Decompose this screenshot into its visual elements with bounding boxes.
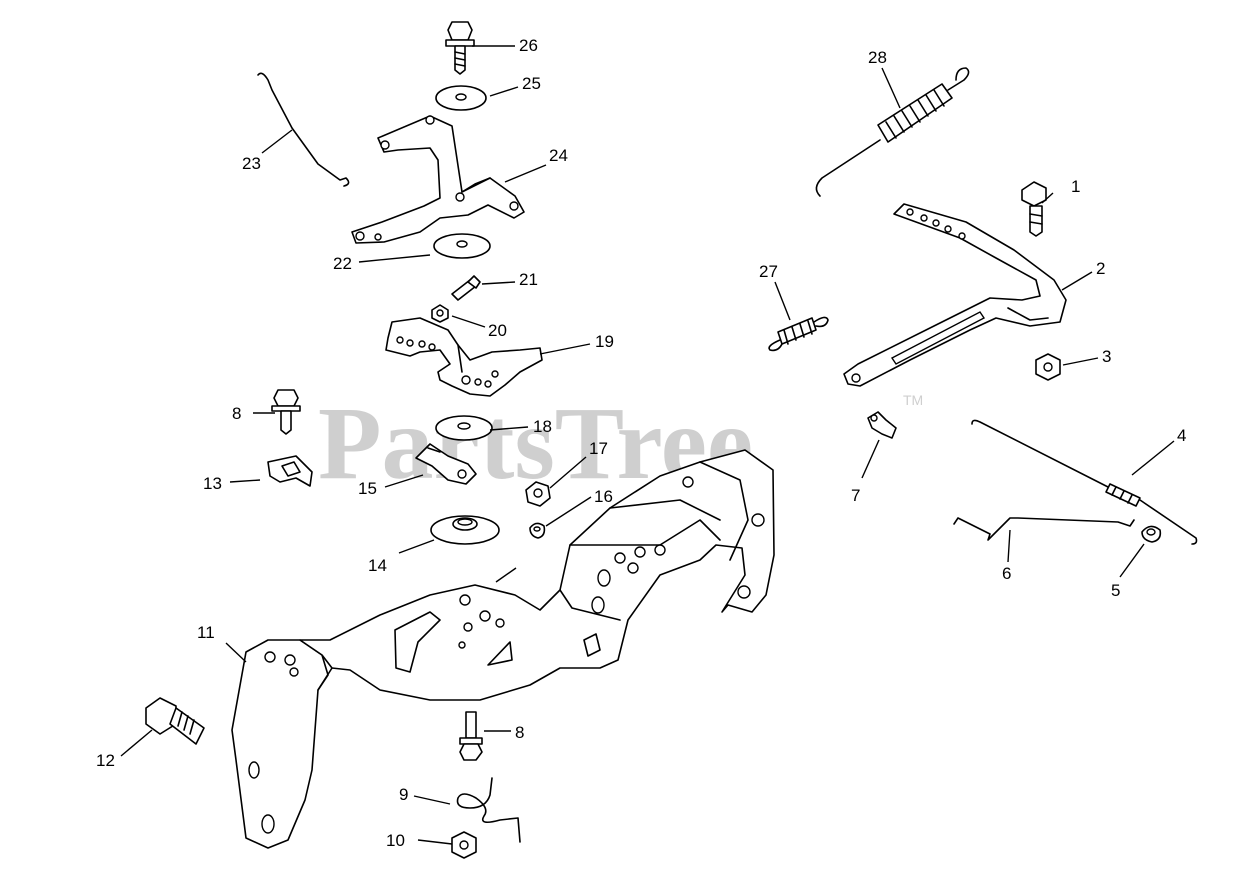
part-24-bracket	[351, 115, 525, 244]
callout-20: 20	[488, 321, 507, 340]
callout-27: 27	[759, 262, 778, 281]
part-15-clip	[415, 443, 477, 485]
callout-28: 28	[868, 48, 887, 67]
part-6-rod	[953, 517, 1135, 541]
part-11-main-bracket	[231, 449, 775, 849]
part-21-screw	[451, 275, 481, 301]
callout-23: 23	[242, 154, 261, 173]
callout-11: 11	[197, 623, 215, 642]
callout-17: 17	[589, 439, 608, 458]
part-3-nut	[1035, 353, 1061, 381]
part-7-clip	[867, 411, 897, 439]
watermark: PartsTree TM	[318, 386, 923, 501]
callout-15: 15	[358, 479, 377, 498]
part-13-clip	[267, 455, 313, 487]
callout-5: 5	[1111, 581, 1120, 600]
callout-19: 19	[595, 332, 614, 351]
callout-8-left: 8	[232, 404, 241, 423]
part-27-spring	[768, 316, 829, 352]
part-8-bolt-left	[271, 389, 301, 435]
part-28-spring	[815, 67, 970, 197]
callout-14: 14	[368, 556, 387, 575]
part-17-nut	[525, 481, 551, 507]
part-25-washer	[435, 85, 487, 111]
callout-10: 10	[386, 831, 405, 850]
part-22-washer	[433, 233, 491, 259]
callout-7: 7	[851, 486, 860, 505]
part-10-nut	[451, 831, 477, 859]
part-5-screw	[1141, 525, 1162, 543]
callout-13: 13	[203, 474, 222, 493]
callout-9: 9	[399, 785, 408, 804]
callout-26: 26	[519, 36, 538, 55]
callout-25: 25	[522, 74, 541, 93]
callout-3: 3	[1102, 347, 1111, 366]
part-20-nut	[431, 304, 449, 323]
part-8-bolt-bottom	[459, 711, 483, 761]
part-19-lever	[385, 317, 543, 397]
part-1-bolt	[1021, 181, 1047, 237]
callout-6: 6	[1002, 564, 1011, 583]
callout-4: 4	[1177, 426, 1186, 445]
part-16-lockwasher	[529, 522, 546, 539]
callout-18: 18	[533, 417, 552, 436]
callout-1: 1	[1071, 177, 1080, 196]
callout-12: 12	[96, 751, 115, 770]
part-26-bolt	[445, 21, 475, 75]
part-23-rod	[257, 72, 350, 187]
callout-21: 21	[519, 270, 538, 289]
part-9-spring	[456, 777, 521, 843]
callout-24: 24	[549, 146, 568, 165]
part-2-lever	[843, 203, 1067, 387]
trademark-text: TM	[903, 392, 923, 408]
callout-2: 2	[1096, 259, 1105, 278]
leader-lines	[120, 45, 1175, 845]
callout-16: 16	[594, 487, 613, 506]
part-4-cable	[971, 419, 1198, 545]
part-18-washer	[435, 415, 493, 441]
part-14-bushing	[430, 515, 500, 545]
callout-8-bottom: 8	[515, 723, 524, 742]
callout-labels: 1 2 3 4 5 6 7 8 8 9 10 11 12 13 14 15 16…	[96, 36, 1186, 850]
callout-22: 22	[333, 254, 352, 273]
part-12-bolt	[145, 697, 205, 745]
